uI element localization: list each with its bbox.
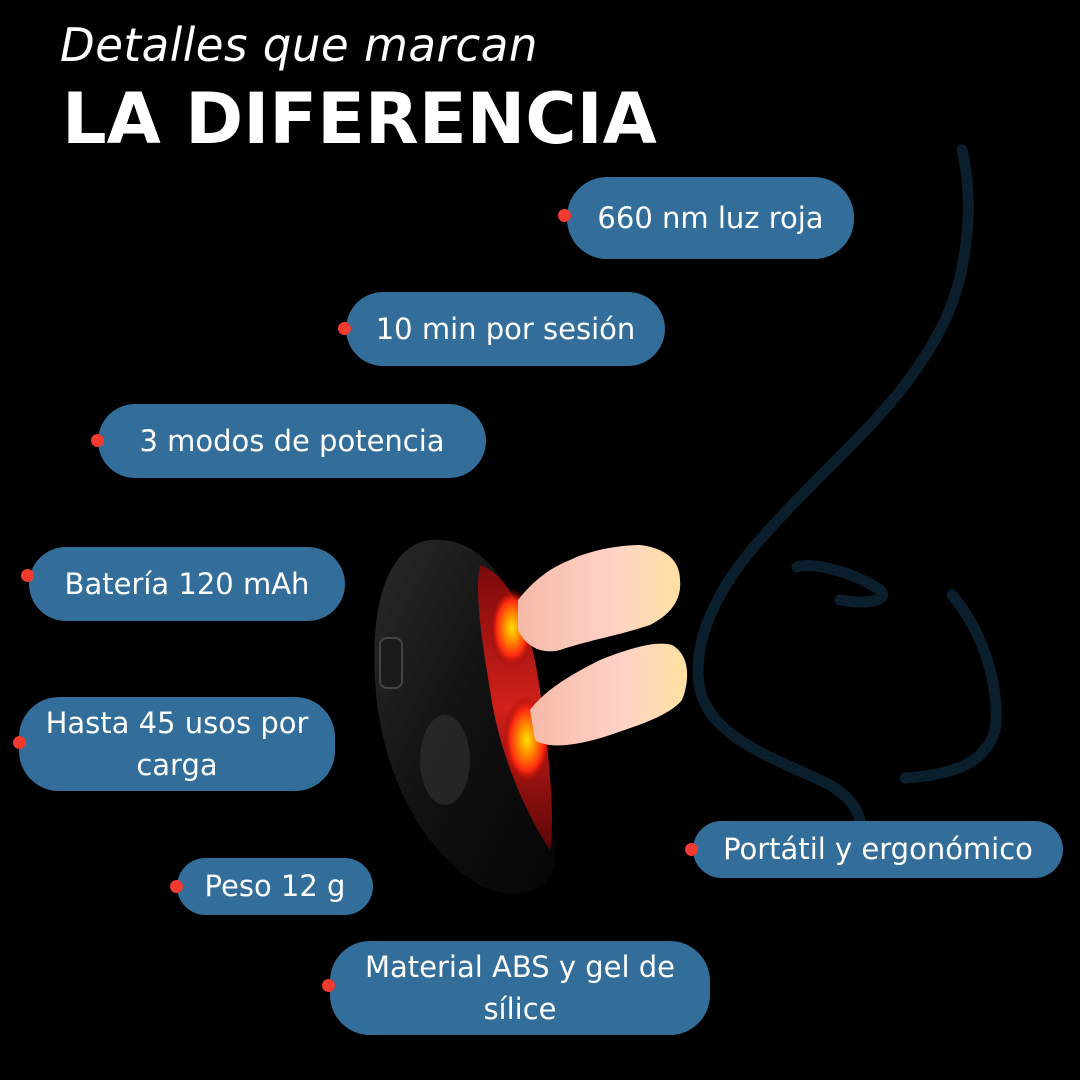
feature-uses: Hasta 45 usos por carga — [19, 697, 335, 791]
bullet-dot-icon — [338, 322, 351, 335]
header-subtitle: Detalles que marcan — [60, 18, 538, 72]
feature-label: Peso 12 g — [204, 869, 346, 904]
feature-material: Material ABS y gel de sílice — [330, 941, 710, 1035]
feature-portable: Portátil y ergonómico — [693, 821, 1063, 878]
feature-weight: Peso 12 g — [177, 858, 373, 915]
bullet-dot-icon — [322, 979, 335, 992]
bullet-dot-icon — [558, 209, 571, 222]
bullet-dot-icon — [13, 736, 26, 749]
feature-label: 660 nm luz roja — [597, 200, 824, 235]
bullet-dot-icon — [685, 843, 698, 856]
feature-label: Material ABS y gel de sílice — [364, 949, 676, 1026]
feature-label: Portátil y ergonómico — [723, 832, 1033, 867]
feature-battery: Batería 120 mAh — [29, 547, 345, 621]
bullet-dot-icon — [21, 569, 34, 582]
header-title: LA DIFERENCIA — [62, 78, 657, 160]
device-body — [374, 539, 556, 894]
bullet-dot-icon — [91, 434, 104, 447]
feature-modes: 3 modos de potencia — [98, 404, 486, 478]
feature-label: 10 min por sesión — [375, 311, 636, 346]
feature-session: 10 min por sesión — [346, 292, 665, 366]
feature-label: Hasta 45 usos por carga — [45, 705, 309, 782]
feature-label: Batería 120 mAh — [64, 566, 310, 601]
feature-label: 3 modos de potencia — [139, 423, 445, 458]
bullet-dot-icon — [170, 880, 183, 893]
feature-wavelength: 660 nm luz roja — [567, 177, 854, 259]
nasal-tips — [518, 545, 688, 746]
